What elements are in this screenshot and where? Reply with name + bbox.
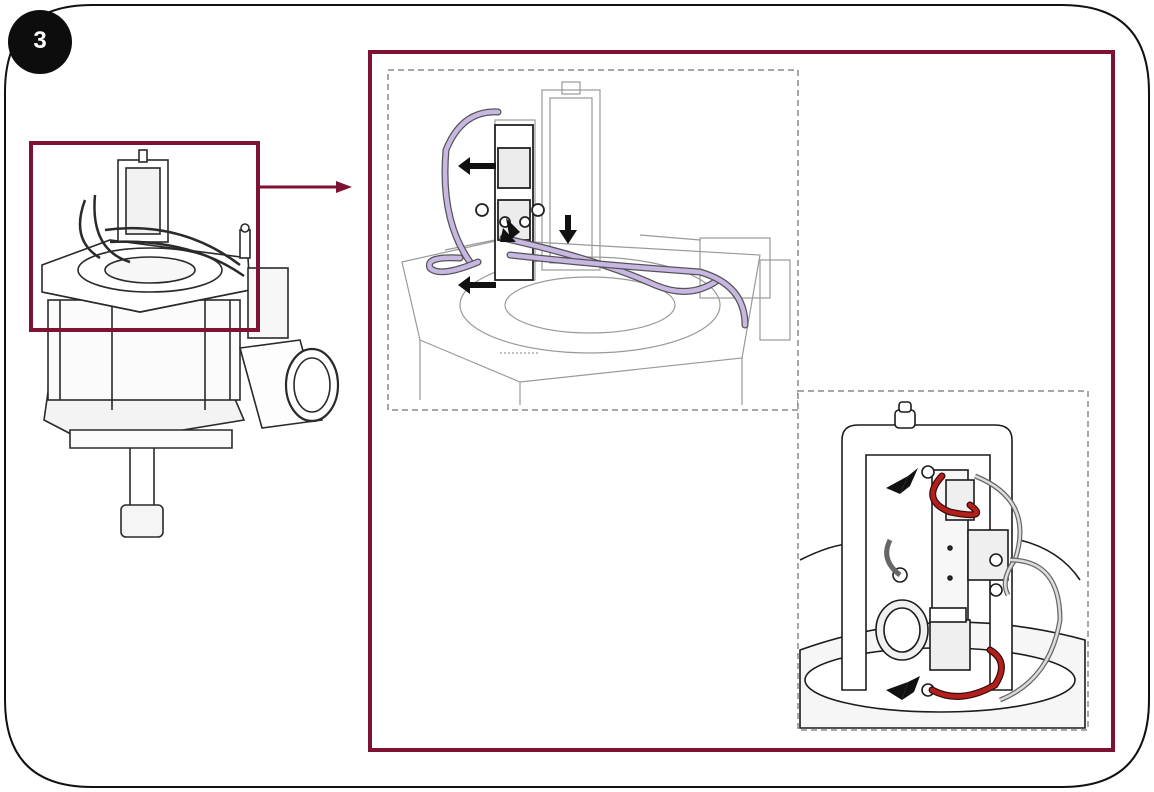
direction-arrows-bottom [886, 468, 920, 700]
step-number-label: 3 [33, 27, 47, 54]
highlighted-hoses-red [928, 472, 1005, 700]
step-number-badge: 3 [8, 10, 72, 74]
tubing-detail-top-view [401, 81, 791, 405]
highlighted-hoses-purple [425, 108, 749, 329]
arrow-down-center [500, 218, 520, 242]
arrow-left-upper [458, 157, 496, 175]
arrow-left-lower [458, 276, 496, 294]
arrow-lower-left [886, 676, 920, 700]
valve-block-top [475, 124, 545, 281]
zoom-callout-arrow [258, 181, 352, 193]
overview-highlight-box [29, 141, 260, 332]
arrow-down-right [559, 215, 577, 244]
pump-assembly-overview [41, 149, 340, 538]
direction-arrows-top [458, 157, 577, 294]
arrow-upper-left [886, 468, 918, 494]
